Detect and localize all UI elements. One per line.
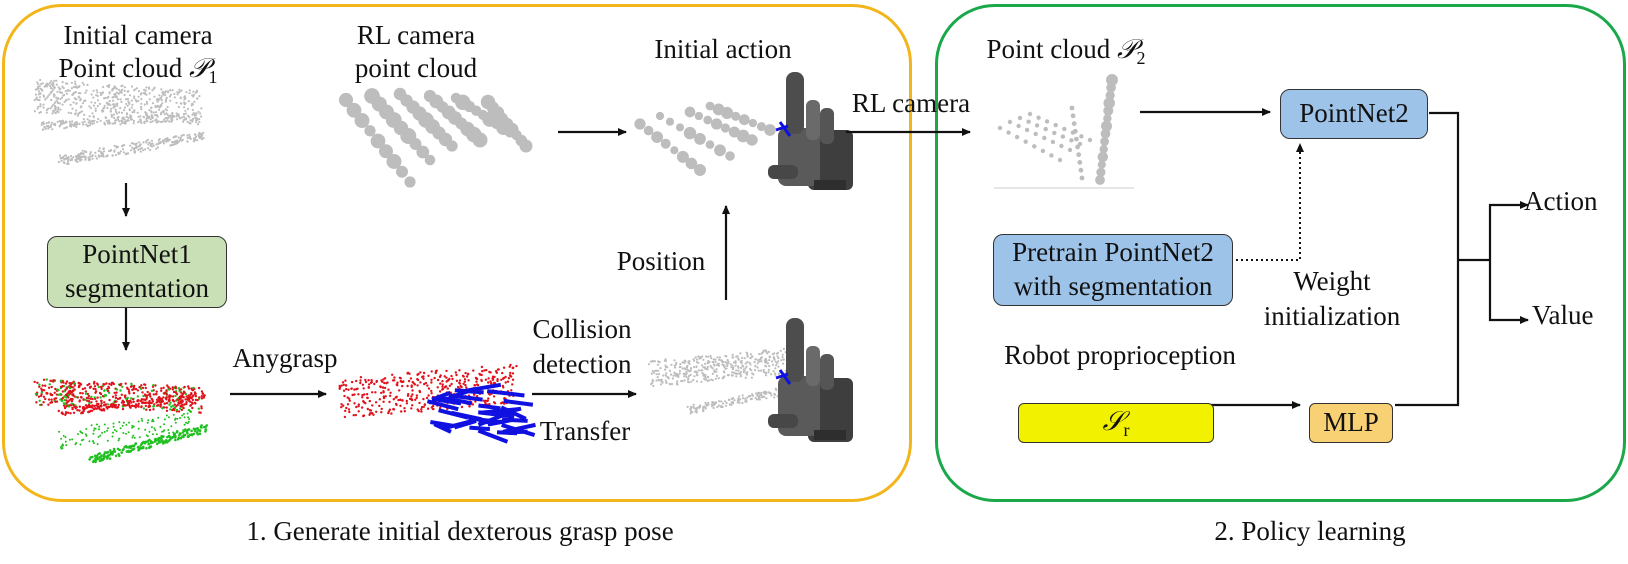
arrow-value	[1488, 260, 1529, 324]
segmented-point-cloud-image	[33, 378, 208, 464]
policy-learning-panel	[935, 4, 1626, 502]
rl-camera-point-cloud-image	[338, 87, 533, 188]
robot-hand-initial-action-image	[768, 72, 853, 190]
initial-point-cloud-image	[33, 78, 205, 165]
transfer-point-cloud-image	[647, 347, 801, 415]
grasp-generation-panel	[2, 4, 912, 502]
pointnet2-block: PointNet2	[1280, 89, 1428, 139]
arrow-weight-initialization	[1206, 143, 1304, 261]
weight-initialization-label: Weight initialization	[1263, 266, 1401, 331]
pretrain-pointnet2-block: Pretrain PointNet2 with segmentation	[993, 234, 1233, 306]
proprioception-state-block: 𝒮r	[1018, 403, 1214, 443]
transfer-label: Transfer	[539, 416, 631, 446]
robot-proprioception-label: Robot proprioception	[1004, 340, 1236, 370]
robot-hand-transfer-image	[768, 318, 853, 442]
position-label: Position	[616, 246, 706, 276]
anygrasp-point-cloud-image	[338, 363, 536, 444]
arrow-action	[1488, 201, 1529, 260]
value-output-label: Value	[1532, 300, 1594, 330]
point-cloud-p2-label: Point cloud 𝒫2	[986, 34, 1146, 68]
mlp-block: MLP	[1309, 403, 1393, 443]
panel2-caption: 2. Policy learning	[1214, 516, 1406, 546]
rl-camera-label: RL camera	[851, 88, 971, 118]
initial-action-point-cloud-image	[634, 101, 776, 176]
rl-camera-point-cloud-label: RL camera point cloud	[354, 20, 478, 83]
collision-detection-label: Collision detection	[532, 314, 632, 379]
panel1-caption: 1. Generate initial dexterous grasp pose	[246, 516, 674, 546]
initial-camera-label: Initial camera Point cloud 𝒫1	[58, 20, 218, 87]
point-cloud-p2-image	[994, 74, 1134, 189]
connector-pointnet2-out	[1395, 111, 1460, 407]
pointnet1-segmentation-block: PointNet1 segmentation	[47, 236, 227, 308]
action-output-label: Action	[1524, 186, 1598, 216]
initial-action-label: Initial action	[654, 34, 792, 64]
anygrasp-label: Anygrasp	[232, 343, 338, 373]
